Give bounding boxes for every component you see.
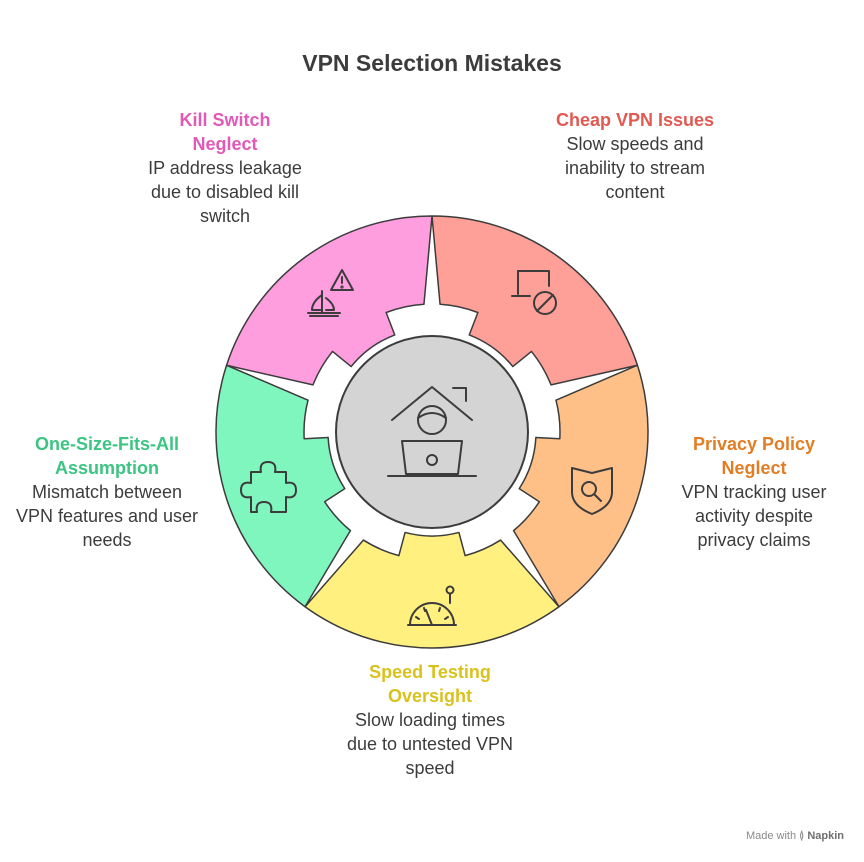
- napkin-brand: Napkin: [807, 830, 844, 842]
- desc-cheap-vpn: Slow speeds and inability to stream cont…: [564, 134, 706, 202]
- desc-one-size: Mismatch between VPN features and user n…: [15, 482, 199, 550]
- label-kill-switch: Kill Switch Neglect IP address leakage d…: [145, 108, 305, 228]
- label-one-size: One-Size-Fits-All Assumption Mismatch be…: [14, 432, 200, 552]
- desc-kill-switch: IP address leakage due to disabled kill …: [148, 158, 302, 226]
- home-user-laptop-icon: [387, 386, 477, 477]
- segment-privacy-policy: [512, 364, 649, 608]
- shield-search-icon: [571, 467, 613, 515]
- heading-privacy-policy: Privacy Policy Neglect: [692, 434, 816, 478]
- speedometer-icon: [407, 585, 457, 626]
- label-cheap-vpn: Cheap VPN Issues Slow speeds and inabili…: [540, 108, 730, 204]
- heading-cheap-vpn: Cheap VPN Issues: [555, 110, 715, 130]
- heading-one-size: One-Size-Fits-All Assumption: [34, 434, 179, 478]
- label-speed-testing: Speed Testing Oversight Slow loading tim…: [344, 660, 516, 780]
- desc-speed-testing: Slow loading times due to untested VPN s…: [346, 710, 514, 778]
- napkin-logo-icon: ≬: [799, 830, 805, 842]
- heading-kill-switch: Kill Switch Neglect: [179, 110, 271, 154]
- warning-sailboat-icon: [307, 269, 354, 317]
- heading-speed-testing: Speed Testing Oversight: [369, 662, 491, 706]
- puzzle-piece-icon: [240, 461, 297, 513]
- center-circle: [335, 335, 529, 529]
- center-hub: [335, 335, 529, 529]
- laptop-blocked-icon: [511, 270, 557, 315]
- footer-credit: Made with ≬ Napkin: [746, 829, 844, 842]
- segment-one-size: [215, 364, 352, 608]
- made-with-text: Made with: [745, 830, 797, 842]
- segment-speed-testing: [304, 531, 560, 649]
- diagram-title: VPN Selection Mistakes: [302, 50, 562, 76]
- label-privacy-policy: Privacy Policy Neglect VPN tracking user…: [664, 432, 844, 552]
- desc-privacy-policy: VPN tracking user activity despite priva…: [681, 482, 827, 550]
